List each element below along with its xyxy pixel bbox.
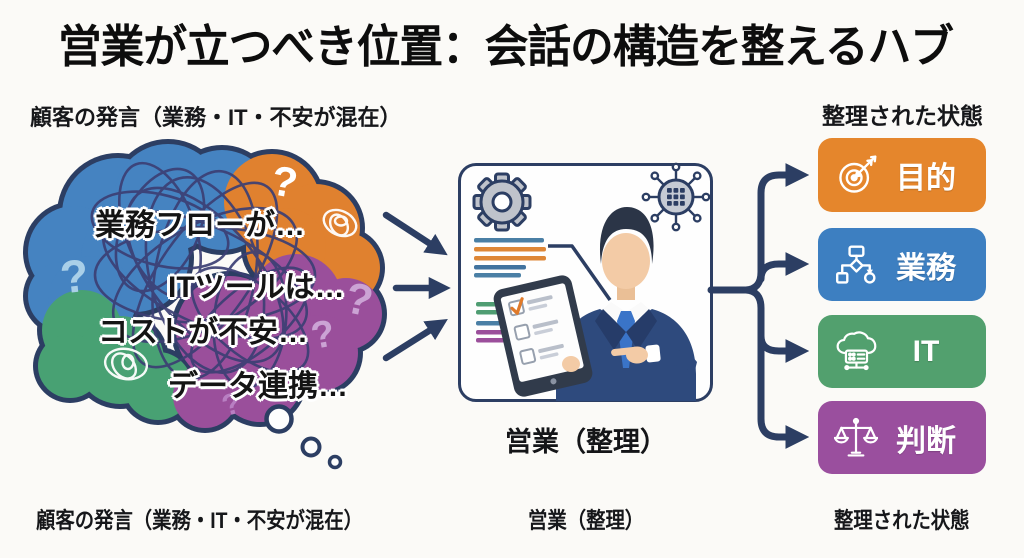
result-label-judgment: 判断 (896, 424, 956, 458)
result-box-judgment: 判断 (818, 401, 986, 474)
thought-bubble-circles (264, 404, 343, 470)
target-icon (839, 155, 877, 193)
result-box-purpose: 目的 (818, 138, 986, 212)
sales-organizer-label: 営業（整理） (505, 427, 667, 457)
customer-statements-label-top: 顧客の発言（業務・IT・不安が混在） (30, 105, 402, 130)
customer-statements-label-bottom: 顧客の発言（業務・IT・不安が混在） (36, 508, 363, 533)
flowchart-icon (836, 244, 876, 284)
organized-state-label-top: 整理された状態 (822, 103, 983, 129)
result-box-business: 業務 (818, 228, 986, 301)
page-title: 営業が立つべき位置：会話の構造を整えるハブ (58, 21, 954, 72)
svg-text:?: ? (58, 249, 91, 304)
branch-arrows (707, 163, 810, 449)
spiral-doodle-green (103, 347, 149, 381)
result-label-it: IT (912, 334, 940, 368)
sales-hub-box (458, 163, 713, 402)
result-label-business: 業務 (896, 251, 956, 285)
result-label-purpose: 目的 (896, 162, 956, 195)
organized-state-label-bottom: 整理された状態 (834, 508, 970, 533)
cloud-line-data-link: データ連携… (168, 370, 348, 403)
spiral-doodle-orange (322, 208, 358, 238)
cloud-line-cost-worry: コストが不安… (98, 316, 308, 349)
sales-organizer-label-bottom: 営業（整理） (528, 508, 645, 533)
cloud-server-icon (836, 330, 877, 370)
cloud-to-hub-arrows (382, 211, 451, 362)
cloud-line-business-flow: 業務フローが… (95, 209, 305, 242)
result-box-it: IT (818, 315, 986, 388)
scales-icon (834, 417, 878, 457)
svg-text:?: ? (308, 312, 338, 357)
cloud-line-it-tools: ITツールは… (168, 271, 345, 304)
svg-text:?: ? (341, 273, 377, 327)
